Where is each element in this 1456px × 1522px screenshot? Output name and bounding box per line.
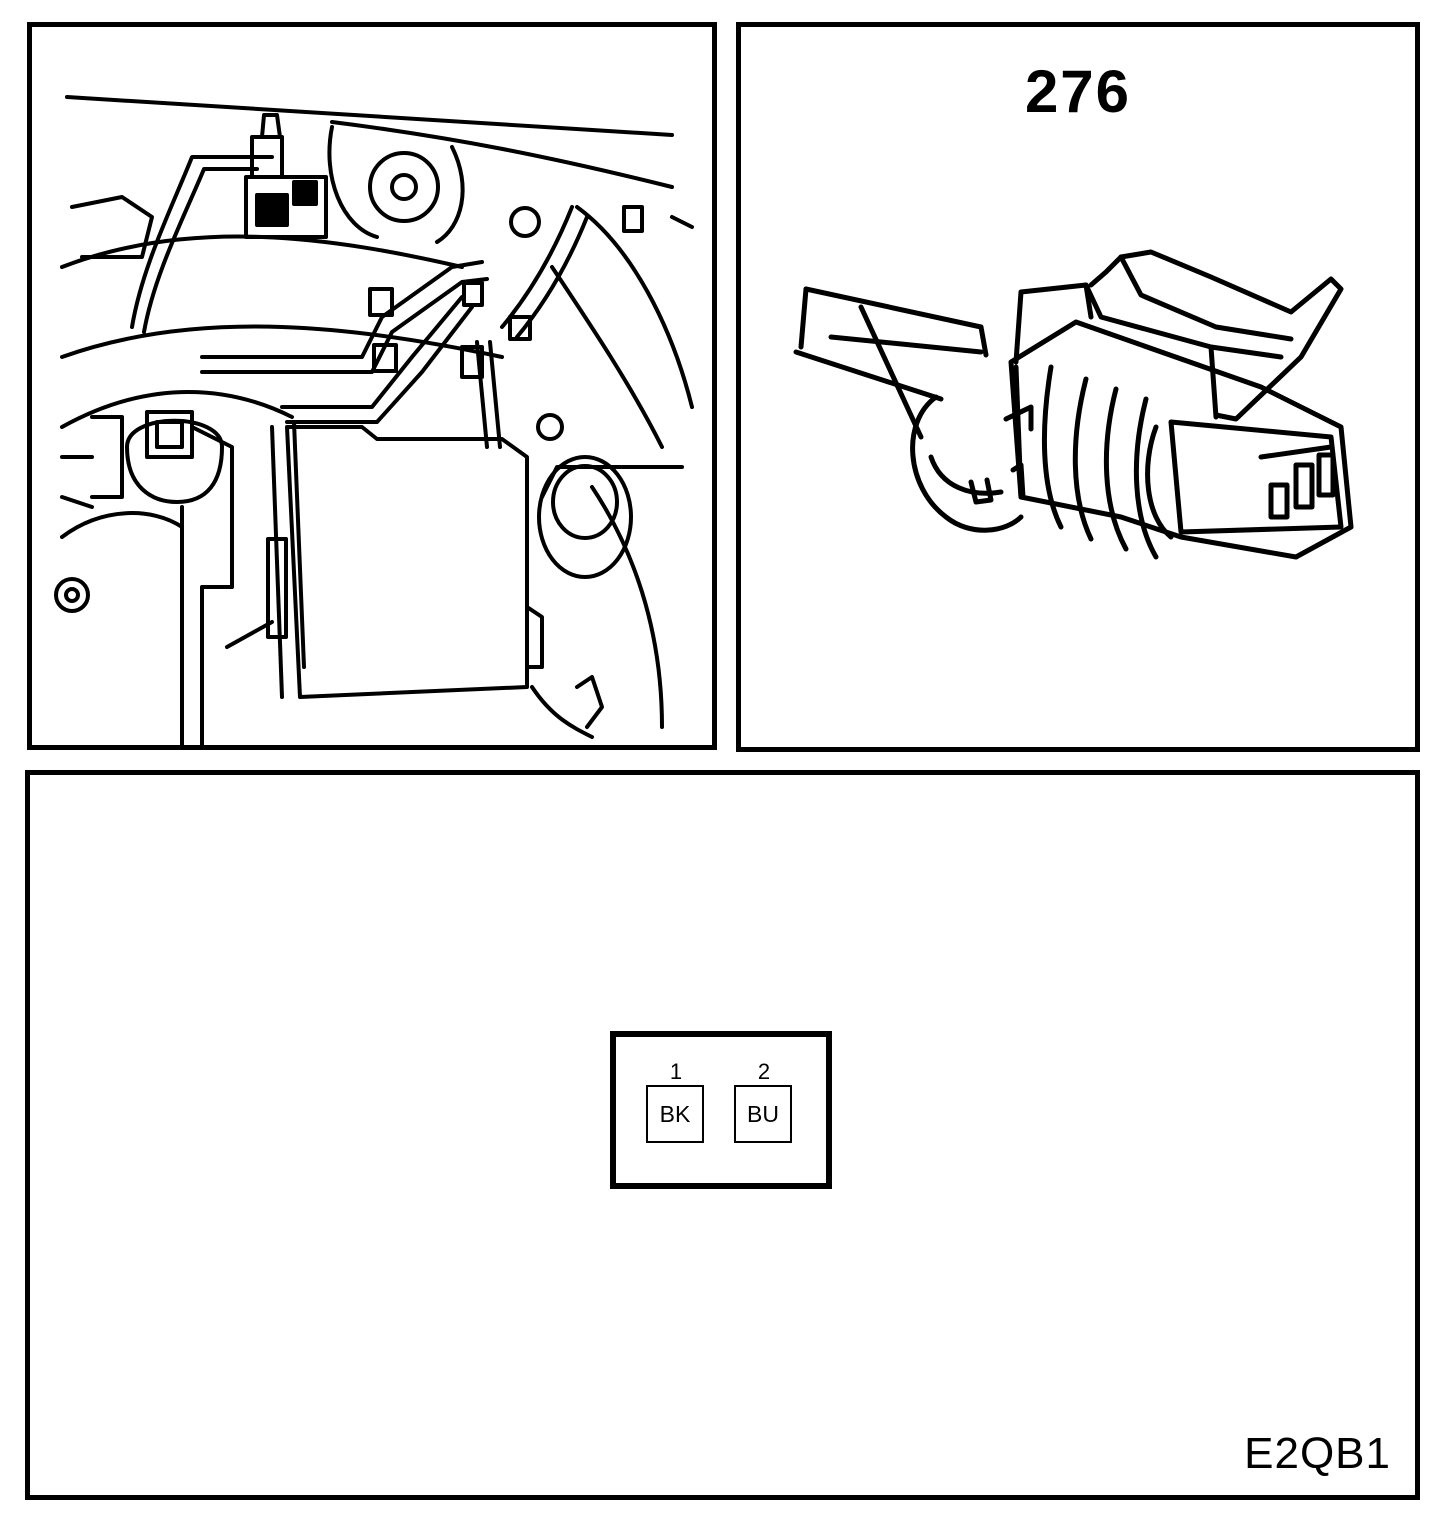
- pin-number: 2: [757, 1059, 771, 1084]
- connector-face: 1 BK 2 BU: [610, 1031, 832, 1189]
- connector-illustration: [793, 249, 1354, 560]
- pin-wire-color: BK: [646, 1085, 704, 1143]
- pin-wire-color: BU: [734, 1085, 792, 1143]
- pin-number: 1: [669, 1059, 683, 1084]
- pin-2: 2 BU: [734, 1061, 794, 1143]
- figure-code: E2QB1: [1244, 1429, 1391, 1478]
- engine-bay-illustration: [54, 95, 694, 745]
- connector-number: 276: [1024, 58, 1132, 125]
- pin-1: 1 BK: [646, 1061, 706, 1143]
- connector-view-panel: 276: [736, 22, 1420, 752]
- pinout-panel: 1 BK 2 BU E2QB1: [25, 770, 1420, 1500]
- location-view-panel: [27, 22, 717, 750]
